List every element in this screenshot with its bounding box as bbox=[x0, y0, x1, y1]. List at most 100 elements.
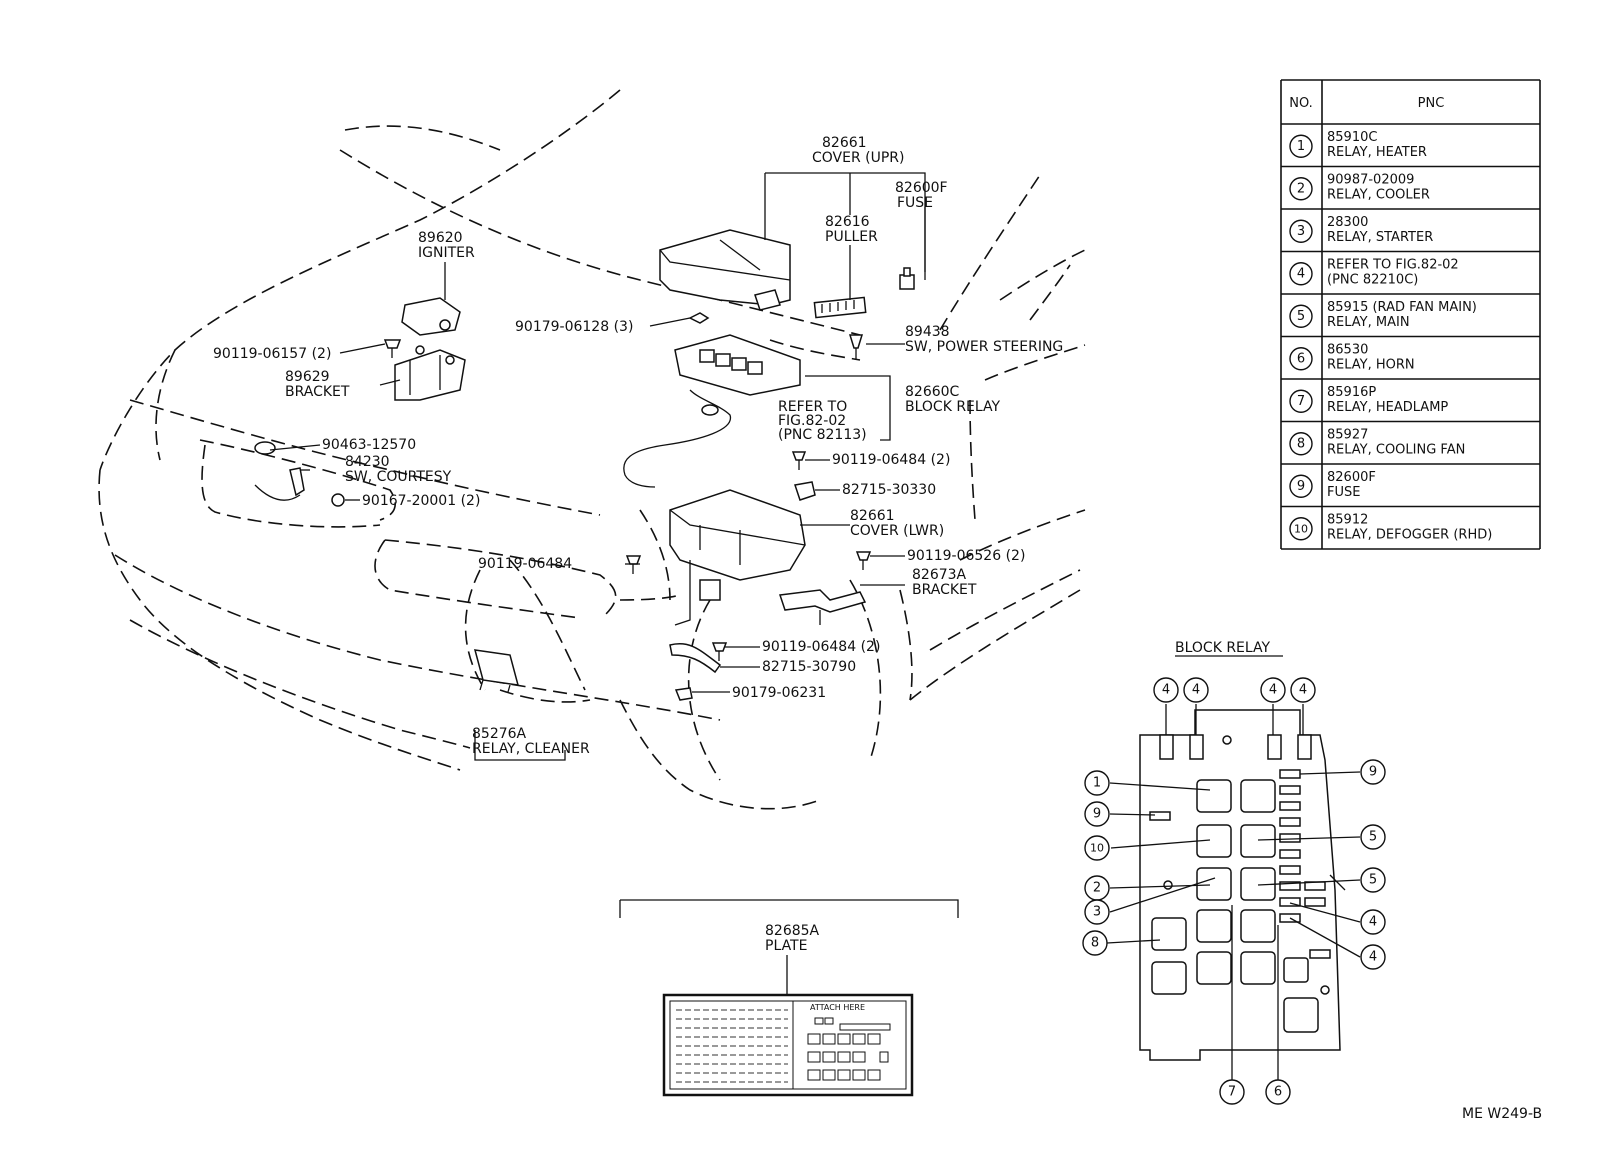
callout-number-top: 4 bbox=[1192, 683, 1200, 698]
table-row-desc: RELAY, HORN bbox=[1327, 358, 1415, 373]
igniter-pnc: 89620 bbox=[418, 230, 463, 246]
table-row-number: 2 bbox=[1297, 181, 1305, 196]
callout-number-left: 9 bbox=[1093, 807, 1101, 822]
cover-lwr-pnc: 82661 bbox=[850, 508, 895, 524]
figure-code: ME W249-B bbox=[1462, 1106, 1542, 1122]
car-outline bbox=[98, 89, 1086, 810]
table-row-number-circle bbox=[1289, 347, 1313, 371]
table-header-no: NO. bbox=[1289, 96, 1313, 111]
callout-number-bottom: 6 bbox=[1274, 1085, 1282, 1100]
bolt-mid-label: 90119-06484 (2) bbox=[832, 452, 950, 468]
callout-circle-right bbox=[1360, 759, 1386, 785]
fuse-top-name: FUSE bbox=[897, 195, 933, 211]
table-row-pnc: 90987-02009 bbox=[1327, 173, 1414, 188]
plate-relay-grid bbox=[807, 1017, 891, 1081]
callout-number-right: 4 bbox=[1369, 915, 1377, 930]
table-row-pnc: 85910C bbox=[1327, 130, 1377, 145]
clamp-mid-label: 82715-30330 bbox=[842, 482, 936, 498]
sw-power-steering-name: SW, POWER STEERING bbox=[905, 339, 1063, 355]
callout-circle-top bbox=[1183, 677, 1209, 703]
table-row-pnc: 85927 bbox=[1327, 428, 1368, 443]
refer-fig-line3: (PNC 82113) bbox=[778, 427, 867, 443]
bracket-igniter-pnc: 89629 bbox=[285, 369, 330, 385]
bracket-lwr-pnc: 82673A bbox=[912, 567, 967, 583]
table-row-number-circle bbox=[1289, 134, 1313, 158]
bracket-igniter-drawing bbox=[394, 345, 466, 401]
bracket-lwr-drawing bbox=[778, 589, 867, 625]
table-row-desc: RELAY, COOLER bbox=[1327, 188, 1430, 203]
callout-number-right: 5 bbox=[1369, 830, 1377, 845]
bracket-igniter-name: BRACKET bbox=[285, 384, 350, 400]
table-row-number-circle bbox=[1289, 432, 1313, 456]
table-row-number: 5 bbox=[1297, 309, 1305, 324]
block-relay-pnc: 82660C bbox=[905, 384, 960, 400]
callout-number-right: 9 bbox=[1369, 765, 1377, 780]
callout-circle-left bbox=[1084, 899, 1110, 925]
table-row-desc: RELAY, STARTER bbox=[1327, 230, 1433, 245]
table-row-desc: RELAY, COOLING FAN bbox=[1327, 443, 1465, 458]
callout-number-left: 1 bbox=[1093, 776, 1101, 791]
plate-text-lines bbox=[676, 1009, 788, 1083]
screw-courtesy-label: 90167-20001 (2) bbox=[362, 493, 480, 509]
callout-circle-bottom bbox=[1265, 1079, 1291, 1105]
callout-leaders bbox=[1106, 704, 1361, 1088]
plate-name: PLATE bbox=[765, 938, 807, 954]
bolt-left-label: 90119-06484 bbox=[478, 556, 572, 572]
sw-courtesy-pnc: 84230 bbox=[345, 454, 390, 470]
callout-circle-bottom bbox=[1219, 1079, 1245, 1105]
callout-circle-top bbox=[1260, 677, 1286, 703]
sw-power-steering-pnc: 89438 bbox=[905, 324, 950, 340]
fuse-column bbox=[1149, 769, 1331, 959]
table-row-desc: RELAY, HEATER bbox=[1327, 145, 1427, 160]
bracket-lwr-name: BRACKET bbox=[912, 582, 977, 598]
callout-circle-top bbox=[1290, 677, 1316, 703]
callout-circle-top bbox=[1153, 677, 1179, 703]
igniter-drawing bbox=[401, 297, 461, 336]
callout-number-left: 10 bbox=[1090, 842, 1104, 855]
block-relay-name: BLOCK RELAY bbox=[905, 399, 1001, 415]
table-row-pnc: 85916P bbox=[1327, 385, 1376, 400]
table-row-number: 8 bbox=[1297, 436, 1305, 451]
table-row-pnc: 85912 bbox=[1327, 513, 1368, 528]
plate-pnc: 82685A bbox=[765, 923, 820, 939]
relay-squares bbox=[1151, 779, 1319, 1033]
callout-circle-right bbox=[1360, 824, 1386, 850]
cover-upr-drawing bbox=[659, 229, 791, 311]
callout-circle-right bbox=[1360, 909, 1386, 935]
table-row-number: 10 bbox=[1294, 522, 1308, 535]
callout-circle-right bbox=[1360, 944, 1386, 970]
table-row-number: 6 bbox=[1297, 351, 1305, 366]
table-row-number: 1 bbox=[1297, 139, 1305, 154]
puller-drawing bbox=[813, 296, 867, 319]
callout-circle-left bbox=[1084, 801, 1110, 827]
table-row-pnc: 82600F bbox=[1327, 470, 1376, 485]
callout-circle-right bbox=[1360, 867, 1386, 893]
cover-lwr-drawing bbox=[669, 489, 806, 626]
table-row-number-circle bbox=[1289, 177, 1313, 201]
callout-number-left: 3 bbox=[1093, 905, 1101, 920]
callout-number-bottom: 7 bbox=[1228, 1085, 1236, 1100]
cover-upr-name: COVER (UPR) bbox=[812, 150, 905, 166]
callout-number-top: 4 bbox=[1269, 683, 1277, 698]
block-relay-title: BLOCK RELAY bbox=[1175, 640, 1271, 656]
clamp-label: 90463-12570 bbox=[322, 437, 416, 453]
fuse-top-drawing bbox=[899, 267, 915, 290]
igniter-name: IGNITER bbox=[418, 245, 475, 261]
callout-number-left: 2 bbox=[1093, 881, 1101, 896]
table-row-pnc: 86530 bbox=[1327, 343, 1368, 358]
part-labels: 82661 COVER (UPR) 82600F FUSE 82616 PULL… bbox=[213, 135, 1063, 757]
table-row-number-circle bbox=[1289, 262, 1313, 286]
block-relay-detail: BLOCK RELAY bbox=[1082, 640, 1386, 1105]
table-row-number-circle bbox=[1289, 304, 1313, 328]
plate-group: 82685A PLATE ATTACH HERE bbox=[619, 899, 959, 1097]
puller-name: PULLER bbox=[825, 229, 878, 245]
refer-fig-line1: REFER TO bbox=[778, 399, 847, 415]
small-fasteners bbox=[254, 312, 872, 701]
table-row-desc: RELAY, HEADLAMP bbox=[1327, 400, 1448, 415]
leader-lines bbox=[269, 172, 926, 761]
table-row-number: 4 bbox=[1297, 266, 1305, 281]
callout-circle-left bbox=[1082, 930, 1108, 956]
